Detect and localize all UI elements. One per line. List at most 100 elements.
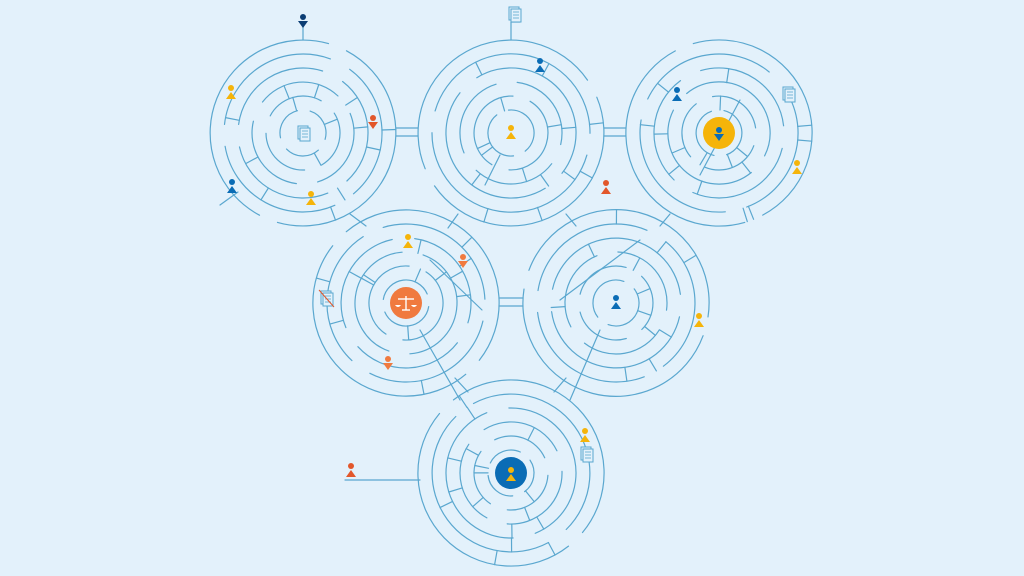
- maze-wall-arc: [686, 81, 771, 157]
- maze-wall-arc: [487, 114, 515, 157]
- maze-wall-arc: [223, 53, 331, 125]
- maze-wall-radial: [671, 146, 686, 154]
- maze-wall-arc: [276, 50, 397, 227]
- maze-wall-radial: [456, 294, 472, 298]
- maze-corridor: [349, 213, 367, 227]
- maze-wall-radial: [624, 366, 628, 382]
- maze-wall-radial: [260, 187, 269, 201]
- maze-wall-arc: [209, 39, 330, 216]
- person-icon: [601, 180, 611, 194]
- maze-wall-radial: [330, 206, 337, 221]
- maze-wall-radial: [536, 206, 543, 222]
- maze-wall-arc: [342, 80, 369, 182]
- maze-wall-radial: [696, 180, 703, 195]
- maze-wall-arc: [238, 67, 324, 125]
- maze-wall-arc: [551, 311, 681, 369]
- maze-wall-arc: [700, 67, 785, 127]
- maze-wall-radial: [494, 550, 498, 566]
- maze-wall-radial: [283, 85, 290, 100]
- person-icon: [672, 87, 682, 101]
- maze-wall-arc: [522, 288, 704, 397]
- maze-corridor: [659, 213, 671, 227]
- maze-wall-radial: [637, 310, 652, 316]
- document-icon: [782, 86, 796, 103]
- maze-wall-arc: [459, 443, 488, 519]
- maze-wall-radial: [527, 427, 535, 441]
- maze-wall-arc: [340, 238, 393, 329]
- maze-wall-arc: [579, 265, 627, 295]
- maze-wall-arc: [382, 279, 428, 300]
- maze-wall-radial: [474, 464, 490, 469]
- person-icon: [458, 254, 468, 268]
- maze-wall-radial: [668, 164, 681, 175]
- maze-wall-radial: [472, 496, 484, 508]
- maze-wall-arc: [369, 320, 484, 383]
- maze-wall-radial: [483, 208, 489, 223]
- maze-wall-arc: [667, 109, 752, 185]
- maze-wall-radial: [323, 118, 338, 126]
- maze-wall-arc: [692, 39, 813, 216]
- maze-wall-radial: [536, 516, 545, 530]
- maze-wall-arc: [414, 238, 472, 324]
- document-icon: [580, 446, 594, 463]
- maze-wall-arc: [524, 459, 535, 493]
- maze-wall-arc: [368, 265, 410, 335]
- maze-wall-radial: [407, 325, 410, 341]
- hub-person-icon: [506, 125, 516, 139]
- maze-wall-arc: [279, 110, 298, 139]
- maze-wall-radial: [313, 83, 320, 99]
- maze-wall-arc: [251, 120, 297, 185]
- maze-wall-arc: [528, 209, 710, 318]
- maze-wall-arc: [551, 237, 681, 295]
- maze-wall-radial: [476, 142, 491, 150]
- maze-wall-arc: [434, 53, 591, 134]
- maze-path: [429, 259, 483, 311]
- maze-wall-radial: [579, 170, 594, 179]
- person-icon: [383, 356, 393, 370]
- maze-wall-radial: [648, 358, 658, 372]
- maze-wall-radial: [292, 96, 298, 112]
- maze-wall-arc: [473, 95, 514, 166]
- maze-wall-arc: [516, 81, 563, 146]
- maze-wall-arc: [704, 145, 755, 171]
- maze-wall-arc: [431, 132, 588, 213]
- maze-wall-radial: [447, 457, 462, 462]
- maze-wall-arc: [475, 163, 553, 185]
- hub-person-icon: [714, 127, 724, 141]
- maze-wall-radial: [480, 146, 494, 156]
- maze-wall-radial: [550, 306, 566, 309]
- maze-wall-arc: [489, 449, 521, 464]
- maze-wall-arc: [309, 110, 327, 140]
- maze-wall-arc: [592, 279, 625, 318]
- maze-wall-arc: [265, 132, 306, 171]
- maze-wall-radial: [434, 271, 447, 281]
- maze-wall-radial: [448, 487, 463, 493]
- person-icon: [368, 115, 378, 129]
- maze-wall-radial: [726, 153, 734, 169]
- maze-middle-right: [522, 209, 710, 397]
- maze-wall-radial: [471, 173, 481, 186]
- maze-wall-radial: [381, 128, 397, 131]
- maze-wall-radial: [656, 82, 670, 93]
- maze-wall-arc: [238, 146, 329, 199]
- maze-wall-radial: [449, 270, 464, 279]
- maze-wall-radial: [362, 274, 376, 284]
- maze-wall-radial: [458, 395, 468, 408]
- maze-wall-radial: [461, 236, 473, 248]
- maze-wall-radial: [562, 170, 576, 181]
- maze-wall-radial: [523, 506, 531, 522]
- maze-corridor: [219, 191, 239, 206]
- maze-wall-radial: [658, 329, 673, 338]
- maze-wall-radial: [465, 448, 480, 456]
- maze-wall-radial: [726, 68, 730, 84]
- person-icon: [535, 58, 545, 72]
- document-crossed-icon: [318, 289, 335, 308]
- maze-path: [419, 329, 461, 401]
- maze-wall-arc: [285, 148, 319, 157]
- maze-wall-arc: [349, 68, 383, 195]
- maze-wall-arc: [723, 110, 743, 156]
- maze-wall-arc: [417, 39, 589, 170]
- maze-wall-arc: [641, 275, 654, 331]
- maze-wall-radial: [417, 239, 422, 254]
